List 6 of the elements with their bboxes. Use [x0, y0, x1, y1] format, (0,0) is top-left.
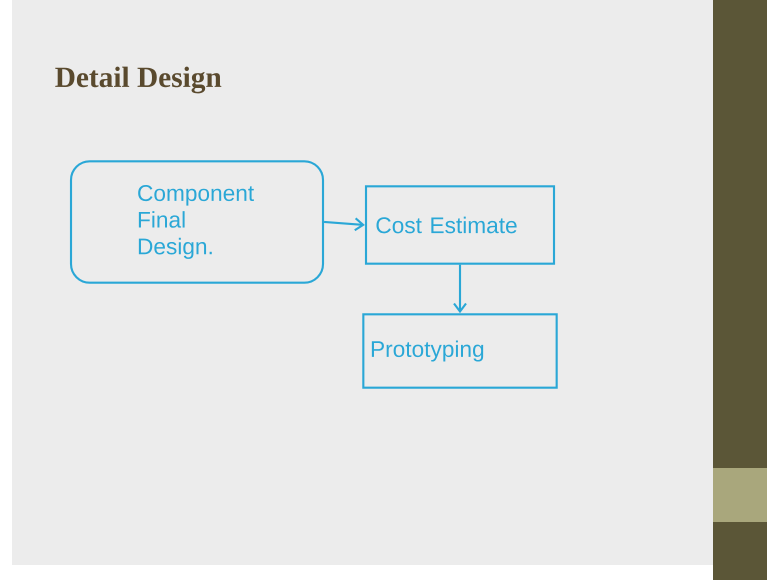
- arrow: [453, 264, 467, 314]
- arrow: [324, 217, 365, 232]
- process-box: Cost Estimate: [364, 185, 556, 265]
- process-box: Prototyping: [362, 313, 558, 389]
- process-box: Component Final Design.: [70, 160, 324, 284]
- slide-title: Detail Design: [55, 66, 222, 94]
